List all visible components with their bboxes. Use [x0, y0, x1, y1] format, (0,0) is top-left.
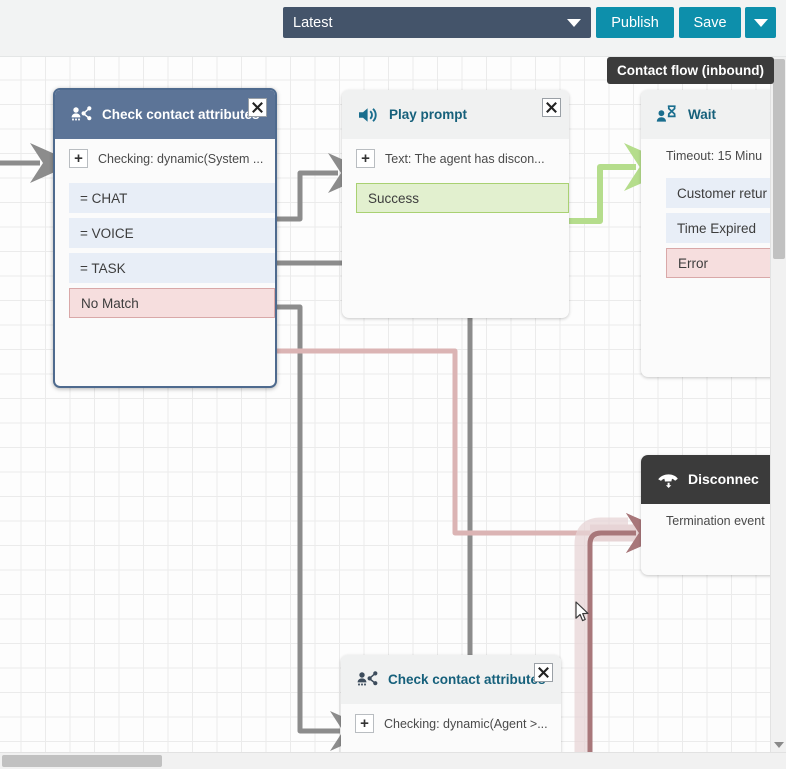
node-subtitle: Text: The agent has discon... [385, 151, 545, 166]
save-options-button[interactable] [745, 7, 776, 38]
wait-hourglass-icon [654, 105, 680, 124]
node-title: Check contact attributes [102, 107, 260, 122]
branch-time-expired[interactable]: Time Expired [666, 213, 770, 243]
contact-attributes-icon [68, 106, 94, 123]
version-select-label: Latest [293, 14, 333, 31]
top-toolbar: Latest Publish Save [0, 0, 786, 57]
node-play-prompt[interactable]: Play prompt + Text: The agent has discon… [342, 90, 569, 318]
speaker-icon [355, 106, 381, 124]
chevron-down-icon [567, 18, 581, 27]
node-check-contact-attributes-1[interactable]: Check contact attributes + Checking: dyn… [53, 88, 277, 388]
node-title: Check contact attributes [388, 672, 546, 687]
vertical-scrollbar[interactable] [770, 57, 786, 752]
node-header[interactable]: Disconnec [641, 455, 770, 504]
contact-attributes-icon [354, 671, 380, 688]
save-button[interactable]: Save [679, 7, 741, 38]
node-title: Play prompt [389, 107, 468, 122]
chevron-down-icon[interactable] [774, 742, 784, 748]
node-body: + Text: The agent has discon... Success [342, 139, 569, 222]
chevron-down-icon [753, 18, 768, 27]
node-subtitle-row: Termination event [641, 504, 770, 538]
node-subtitle: Checking: dynamic(System ... [98, 151, 264, 166]
hangup-phone-icon [654, 471, 680, 488]
horizontal-scrollbar-thumb[interactable] [2, 755, 162, 767]
close-icon[interactable] [542, 98, 561, 117]
plus-icon[interactable]: + [356, 149, 375, 168]
node-body: + Checking: dynamic(Agent >... [341, 704, 561, 752]
node-subtitle: Checking: dynamic(Agent >... [384, 716, 548, 731]
version-select[interactable]: Latest [283, 7, 591, 38]
vertical-scrollbar-thumb[interactable] [773, 59, 785, 259]
node-header[interactable]: Check contact attributes [341, 655, 561, 704]
publish-button[interactable]: Publish [596, 7, 674, 38]
node-subtitle-row: + Text: The agent has discon... [342, 139, 569, 178]
plus-icon[interactable]: + [355, 714, 374, 733]
node-subtitle-row: + Checking: dynamic(System ... [55, 139, 275, 178]
close-icon[interactable] [534, 663, 553, 682]
node-body: + Checking: dynamic(System ... = CHAT = … [55, 139, 275, 327]
close-icon[interactable] [248, 98, 267, 117]
node-header[interactable]: Check contact attributes [55, 90, 275, 139]
node-disconnect[interactable]: Disconnec Termination event [641, 455, 770, 575]
branch-customer-returned[interactable]: Customer retur [666, 178, 770, 208]
flow-type-tooltip: Contact flow (inbound) [607, 57, 774, 84]
node-title: Wait [688, 107, 716, 122]
node-subtitle-row: Timeout: 15 Minu [641, 139, 770, 173]
branch-task[interactable]: = TASK [69, 253, 275, 283]
branch-voice[interactable]: = VOICE [69, 218, 275, 248]
flow-canvas[interactable]: Check contact attributes + Checking: dyn… [0, 57, 770, 752]
node-subtitle-row: + Checking: dynamic(Agent >... [341, 704, 561, 743]
horizontal-scrollbar[interactable] [0, 752, 786, 769]
node-subtitle: Timeout: 15 Minu [666, 149, 763, 163]
branch-no-match[interactable]: No Match [69, 288, 275, 318]
node-body: Termination event [641, 504, 770, 547]
plus-icon[interactable]: + [69, 149, 88, 168]
node-title: Disconnec [688, 471, 759, 487]
branch-success[interactable]: Success [356, 183, 569, 213]
node-header[interactable]: Play prompt [342, 90, 569, 139]
node-check-contact-attributes-2[interactable]: Check contact attributes + Checking: dyn… [341, 655, 561, 752]
node-subtitle: Termination event [666, 514, 765, 528]
node-body: Timeout: 15 Minu Customer retur Time Exp… [641, 139, 770, 287]
branch-error[interactable]: Error [666, 248, 770, 278]
node-wait[interactable]: Wait Timeout: 15 Minu Customer retur Tim… [641, 90, 770, 377]
node-header[interactable]: Wait [641, 90, 770, 139]
branch-chat[interactable]: = CHAT [69, 183, 275, 213]
